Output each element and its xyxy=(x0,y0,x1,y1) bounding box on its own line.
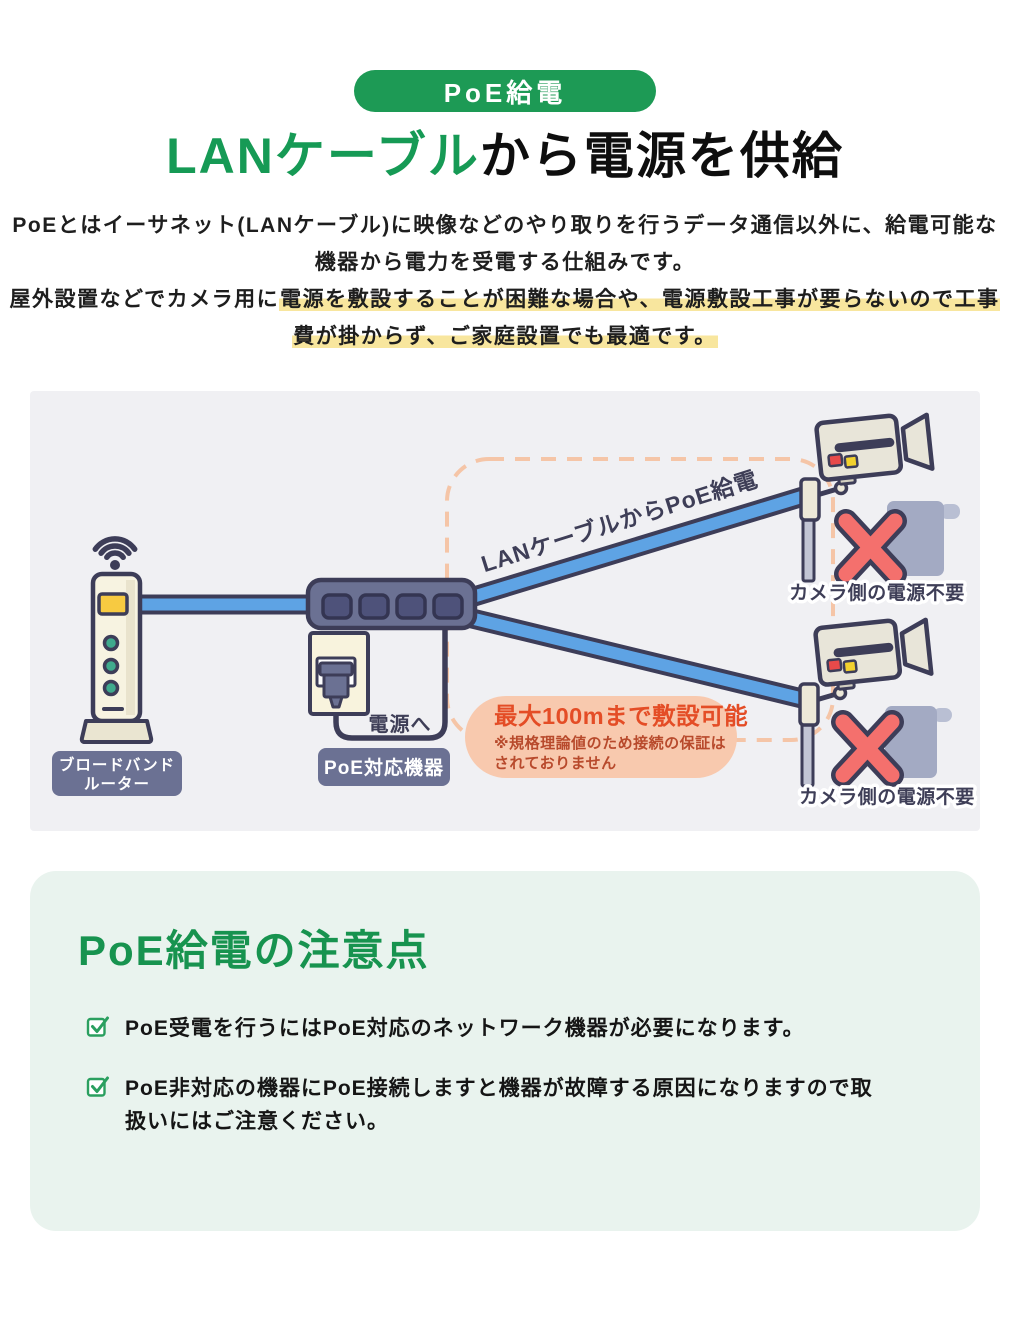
intro-paragraph-2: 屋外設置などでカメラ用に電源を敷設することが困難な場合や、電源敷設工事が要らない… xyxy=(0,281,1010,355)
poe-badge-label: PoE給電 xyxy=(443,77,567,108)
intro-line-3-highlight: 電源を敷設することが困難な場合や、電源敷設工事が要らないので工事 xyxy=(279,288,1001,311)
notes-section: PoE給電の注意点 PoE受電を行うにはPoE対応のネットワーク機器が必要になり… xyxy=(30,871,980,1231)
camera-note-bottom: カメラ側の電源不要 xyxy=(799,785,975,808)
note-item: PoE受電を行うにはPoE対応のネットワーク機器が必要になります。 xyxy=(86,1012,932,1046)
poe-badge: PoE給電 xyxy=(354,70,656,112)
page-title-rest: から電源を供給 xyxy=(479,128,844,184)
intro-line-4-highlight: 費が掛からず、ご家庭設置でも最適です。 xyxy=(292,325,718,348)
note-text: PoE受電を行うにはPoE対応のネットワーク機器が必要になります。 xyxy=(125,1017,805,1040)
svg-text:ブロードバンド: ブロードバンド xyxy=(59,755,175,774)
page-title: LANケーブルから電源を供給 xyxy=(0,128,1010,184)
svg-text:PoE対応機器: PoE対応機器 xyxy=(324,756,444,779)
note-text: PoE非対応の機器にPoE接続しますと機器が故障する原因になりますので取扱いには… xyxy=(125,1076,873,1134)
poe-diagram: LANケーブルからPoE給電 電源へ xyxy=(30,391,980,831)
notes-list: PoE受電を行うにはPoE対応のネットワーク機器が必要になります。 PoE非対応… xyxy=(78,1012,932,1139)
intro-line-2: 機器から電力を受電する仕組みです。 xyxy=(314,251,696,274)
notes-title: PoE給電の注意点 xyxy=(78,927,430,974)
callout-note-line2: されておりません xyxy=(494,755,617,772)
intro-line-1: PoEとはイーサネット(LANケーブル)に映像などのやり取りを行うデータ通信以外… xyxy=(12,214,998,237)
callout-note-line1: ※規格理論値のため接続の保証は xyxy=(494,734,726,752)
callout-bubble: 最大100mまで敷設可能 ※規格理論値のため接続の保証は されておりません xyxy=(465,696,748,778)
lan-cable-camera-bottom xyxy=(463,607,811,710)
page-title-accent: LANケーブル xyxy=(166,128,480,184)
power-outlet-icon xyxy=(308,631,370,716)
router-label: ブロードバンド ルーター xyxy=(52,751,182,796)
note-item: PoE非対応の機器にPoE接続しますと機器が故障する原因になりますので取扱いには… xyxy=(86,1072,932,1139)
router-icon xyxy=(79,571,154,744)
poe-device-label: PoE対応機器 xyxy=(318,748,450,786)
svg-text:ルーター: ルーター xyxy=(84,775,150,793)
power-cord xyxy=(333,623,448,741)
lan-cable-camera-top xyxy=(463,485,811,609)
x-mark-top xyxy=(834,509,907,586)
header: PoE給電 LANケーブルから電源を供給 PoEとはイーサネット(LANケーブル… xyxy=(0,70,1010,355)
diagram-panel xyxy=(30,391,980,831)
poe-switch-icon xyxy=(305,577,478,631)
intro-line-3-plain: 屋外設置などでカメラ用に xyxy=(9,288,280,311)
intro-paragraph-1: PoEとはイーサネット(LANケーブル)に映像などのやり取りを行うデータ通信以外… xyxy=(0,207,1010,281)
x-mark-bottom xyxy=(831,710,904,787)
wifi-icon xyxy=(92,536,138,570)
checkbox-icon xyxy=(86,1074,110,1098)
callout-title: 最大100mまで敷設可能 xyxy=(494,702,748,729)
camera-note-top: カメラ側の電源不要 xyxy=(789,581,965,604)
checkbox-icon xyxy=(86,1014,110,1038)
power-label: 電源へ xyxy=(369,713,432,736)
